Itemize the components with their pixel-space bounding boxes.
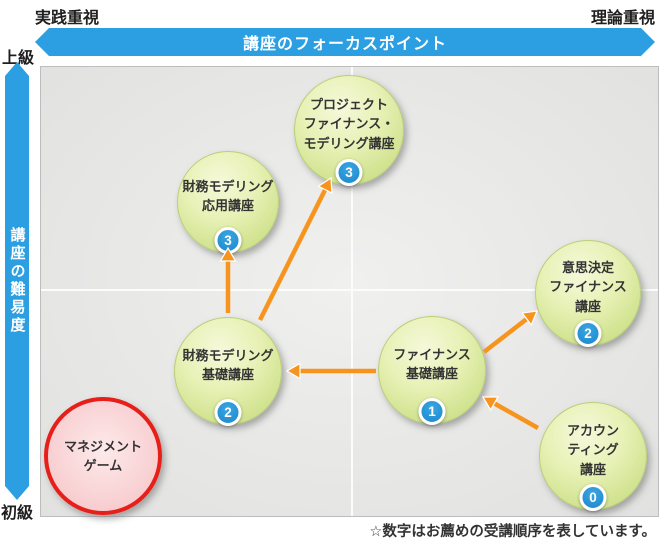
order-badge: 3 <box>214 227 242 254</box>
course-node-financial-modeling-advanced[interactable]: 財務モデリング応用講座 3 <box>177 151 279 254</box>
course-node-label: プロジェクトファイナンス・モデリング講座 <box>303 96 395 151</box>
order-badge: 0 <box>579 484 607 511</box>
course-node-label: ファイナンス基礎講座 <box>393 346 471 382</box>
focus-axis-left-label: 実践重視 <box>35 10 100 27</box>
course-node-accounting[interactable]: アカウンティング講座 0 <box>539 402 647 511</box>
course-node-label: 財務モデリング基礎講座 <box>182 347 274 383</box>
order-badge: 1 <box>418 398 446 425</box>
course-node-financial-modeling-basic[interactable]: 財務モデリング基礎講座 2 <box>174 317 282 426</box>
order-badge: 3 <box>335 159 363 186</box>
course-node-label: 財務モデリング応用講座 <box>182 178 274 214</box>
difficulty-axis-arrow-bar: 講座の難易度 <box>5 62 29 500</box>
difficulty-axis-bottom-label: 初級 <box>1 505 34 522</box>
course-node-label: マネジメントゲーム <box>63 438 142 474</box>
course-node-label: 意思決定ファイナンス講座 <box>549 259 627 314</box>
focus-axis-right-label: 理論重視 <box>590 10 655 27</box>
vertical-gridline <box>351 67 353 516</box>
order-badge: 2 <box>574 320 602 347</box>
course-node-decision-finance[interactable]: 意思決定ファイナンス講座 2 <box>535 240 641 347</box>
difficulty-axis-top-label: 上級 <box>2 50 35 67</box>
course-node-label: アカウンティング講座 <box>566 422 619 477</box>
footnote: ☆数字はお薦めの受講順序を表しています。 <box>369 524 656 540</box>
focus-axis-arrow-bar: 講座のフォーカスポイント <box>35 28 655 56</box>
horizontal-gridline <box>41 289 658 291</box>
order-badge: 2 <box>214 399 242 426</box>
course-node-finance-basic[interactable]: ファイナンス基礎講座 1 <box>378 316 486 425</box>
course-node-project-finance-modeling[interactable]: プロジェクトファイナンス・モデリング講座 3 <box>294 75 404 186</box>
difficulty-axis-title: 講座の難易度 <box>8 227 26 335</box>
course-node-management-game[interactable]: マネジメントゲーム <box>44 397 162 515</box>
focus-axis-title: 講座のフォーカスポイント <box>242 36 447 53</box>
